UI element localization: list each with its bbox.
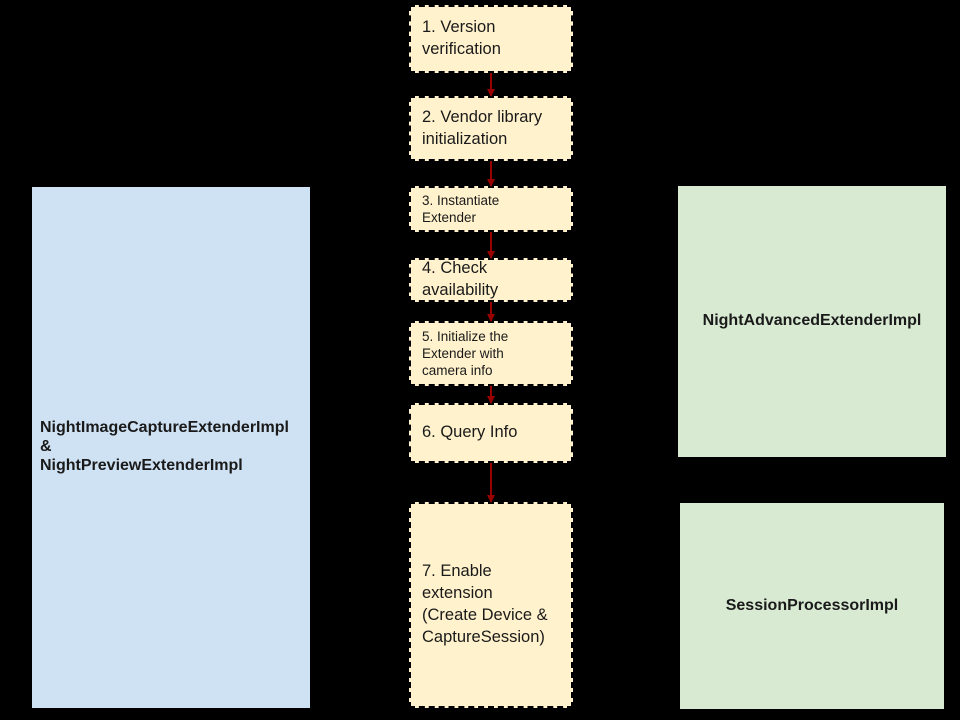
arrow-down-icon (487, 495, 495, 503)
flow-arrow-4-to-5 (487, 302, 495, 322)
flow-arrow-2-to-3 (487, 161, 495, 187)
step-box-version-verification: 1. Version verification (409, 5, 573, 73)
arrow-down-icon (487, 89, 495, 97)
arrow-down-icon (487, 179, 495, 187)
flow-arrow-6-to-7 (487, 463, 495, 503)
node-night-advanced-extender-impl: NightAdvancedExtenderImpl (678, 186, 946, 457)
step-box-initialize-extender: 5. Initialize the Extender with camera i… (409, 321, 573, 386)
arrow-down-icon (487, 251, 495, 259)
step-box-query-info: 6. Query Info (409, 403, 573, 463)
flow-arrow-1-to-2 (487, 73, 495, 97)
arrow-down-icon (487, 396, 495, 404)
flow-arrow-5-to-6 (487, 386, 495, 404)
step-box-enable-extension: 7. Enable extension (Create Device & Cap… (409, 502, 573, 708)
node-night-image-capture-preview-extender: NightImageCaptureExtenderImpl & NightPre… (32, 187, 310, 708)
step-box-vendor-library-initialization: 2. Vendor library initialization (409, 96, 573, 161)
flow-arrow-3-to-4 (487, 232, 495, 259)
node-session-processor-impl: SessionProcessorImpl (680, 503, 944, 709)
arrow-down-icon (487, 314, 495, 322)
step-box-check-availability: 4. Check availability (409, 258, 573, 302)
step-box-instantiate-extender: 3. Instantiate Extender (409, 186, 573, 232)
